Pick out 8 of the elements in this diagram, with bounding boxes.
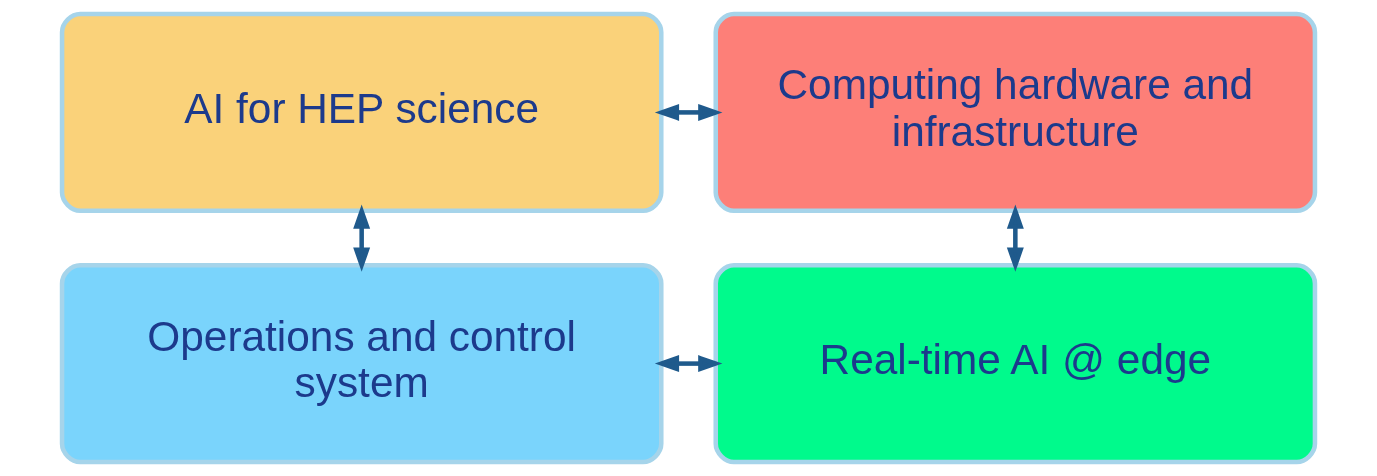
node-box: Operations and control system — [59, 262, 664, 465]
arrow — [654, 355, 723, 373]
node-box: AI for HEP science — [59, 11, 664, 214]
node-box: Real-time AI @ edge — [713, 262, 1318, 465]
arrow — [353, 204, 371, 272]
node-box: Computing hardware and infrastructure — [713, 11, 1318, 214]
arrow — [654, 103, 723, 121]
arrow — [1006, 204, 1024, 272]
